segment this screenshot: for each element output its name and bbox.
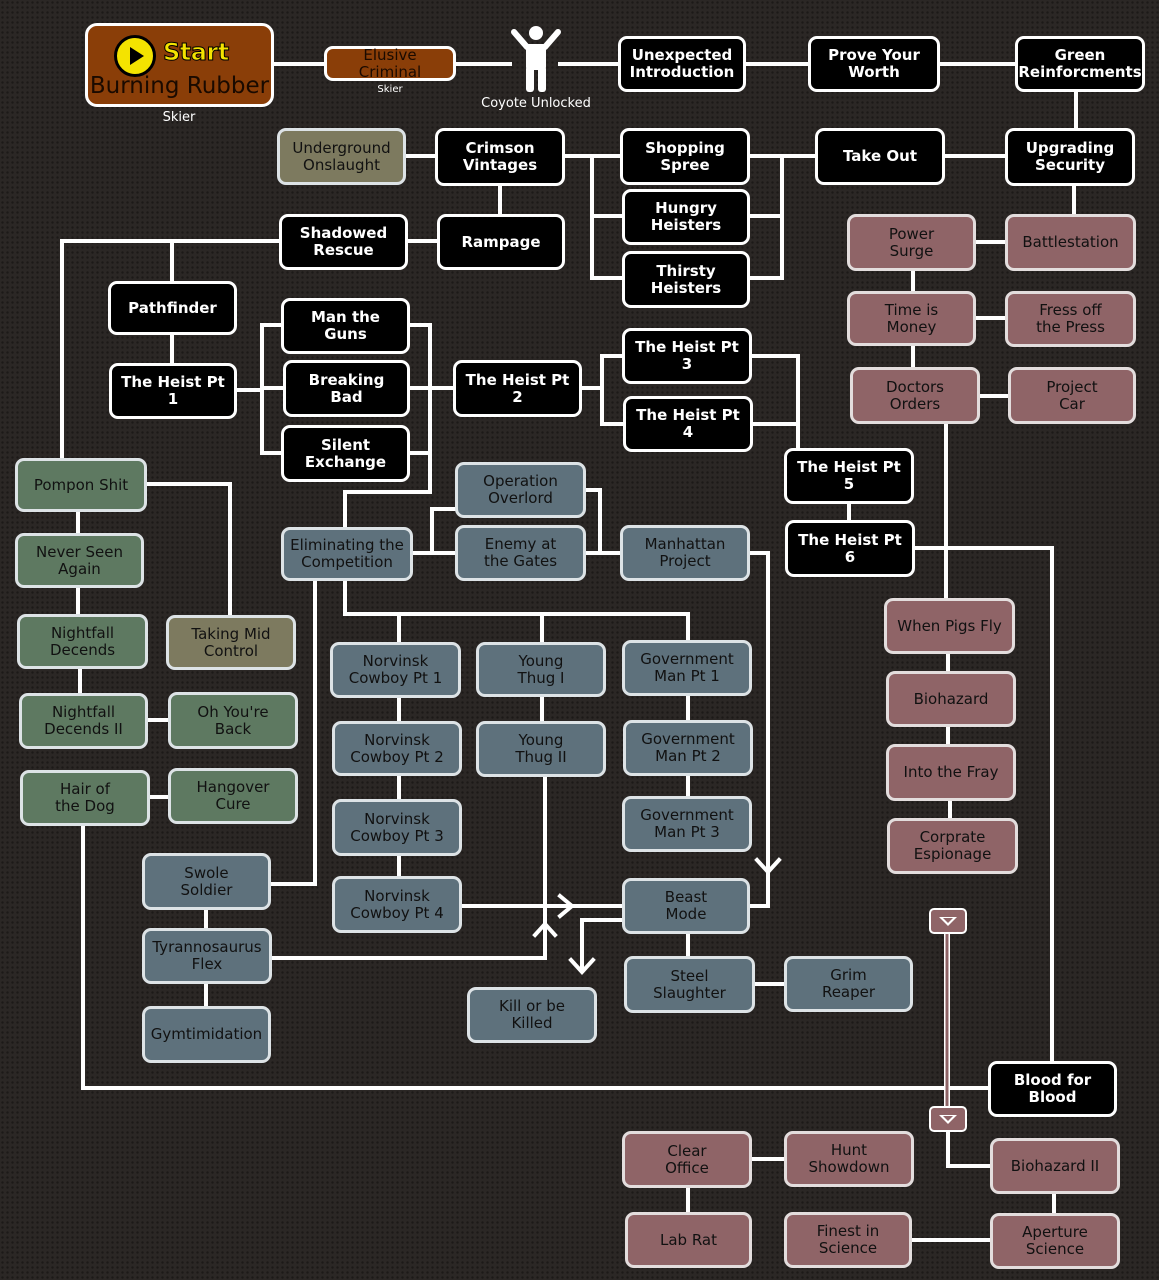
- node-green-reinforcments[interactable]: Green Reinforcments: [1015, 36, 1145, 92]
- node-norvinsk-cowboy-3[interactable]: Norvinsk Cowboy Pt 3: [332, 799, 462, 856]
- node-man-the-guns[interactable]: Man the Guns: [281, 298, 410, 354]
- node-steel-slaughter[interactable]: Steel Slaughter: [624, 956, 755, 1013]
- node-heist-pt3[interactable]: The Heist Pt 3: [622, 328, 752, 384]
- triangle-down-icon: [939, 916, 957, 926]
- node-manhattan-project[interactable]: Manhattan Project: [620, 525, 750, 581]
- node-norvinsk-cowboy-2[interactable]: Norvinsk Cowboy Pt 2: [332, 721, 462, 776]
- node-underground-onslaught[interactable]: Underground Onslaught: [277, 128, 406, 185]
- node-biohazard[interactable]: Biohazard: [886, 671, 1016, 727]
- collapse-button-lower[interactable]: [929, 1106, 967, 1132]
- node-heist-pt4[interactable]: The Heist Pt 4: [623, 396, 753, 452]
- node-aperture-science[interactable]: Aperture Science: [990, 1213, 1120, 1269]
- start-caption: Skier: [162, 110, 196, 125]
- node-into-the-fray[interactable]: Into the Fray: [886, 744, 1016, 801]
- node-when-pigs-fly[interactable]: When Pigs Fly: [884, 598, 1015, 654]
- node-nightfall-decends[interactable]: Nightfall Decends: [17, 614, 148, 669]
- node-pathfinder[interactable]: Pathfinder: [108, 281, 237, 335]
- node-nightfall-decends-2[interactable]: Nightfall Decends II: [19, 693, 148, 749]
- node-heist-pt6[interactable]: The Heist Pt 6: [785, 520, 915, 577]
- node-shopping-spree[interactable]: Shopping Spree: [620, 128, 750, 185]
- node-fress-off-the-press[interactable]: Fress off the Press: [1005, 291, 1136, 347]
- node-power-surge[interactable]: Power Surge: [847, 214, 976, 271]
- node-young-thug-2[interactable]: Young Thug II: [476, 721, 606, 777]
- node-hunt-showdown[interactable]: Hunt Showdown: [784, 1131, 914, 1187]
- collapse-button-upper[interactable]: [929, 908, 967, 934]
- start-title: Burning Rubber: [89, 73, 270, 99]
- node-kill-or-be-killed[interactable]: Kill or be Killed: [467, 987, 597, 1043]
- node-government-man-2[interactable]: Government Man Pt 2: [623, 720, 753, 776]
- node-time-is-money[interactable]: Time is Money: [847, 291, 976, 346]
- node-heist-pt2[interactable]: The Heist Pt 2: [453, 360, 582, 417]
- play-icon[interactable]: [114, 35, 156, 77]
- node-pompon-shit[interactable]: Pompon Shit: [15, 458, 147, 512]
- node-rampage[interactable]: Rampage: [437, 214, 565, 270]
- node-crimson-vintages[interactable]: Crimson Vintages: [435, 128, 565, 186]
- node-tyrannosaurus-flex[interactable]: Tyrannosaurus Flex: [142, 928, 272, 984]
- node-prove-your-worth[interactable]: Prove Your Worth: [808, 36, 940, 92]
- node-eliminating-the-competition[interactable]: Eliminating the Competition: [281, 527, 413, 581]
- node-blood-for-blood[interactable]: Blood for Blood: [988, 1061, 1117, 1117]
- node-heist-pt5[interactable]: The Heist Pt 5: [784, 448, 914, 504]
- node-operation-overlord[interactable]: Operation Overlord: [455, 462, 586, 518]
- node-corprate-espionage[interactable]: Corprate Espionage: [887, 818, 1018, 874]
- node-hangover-cure[interactable]: Hangover Cure: [168, 768, 298, 824]
- node-young-thug-1[interactable]: Young Thug I: [476, 642, 606, 697]
- node-heist-pt1[interactable]: The Heist Pt 1: [109, 363, 237, 419]
- node-grim-reaper[interactable]: Grim Reaper: [784, 956, 913, 1012]
- node-unexpected-introduction[interactable]: Unexpected Introduction: [618, 36, 746, 92]
- node-finest-in-science[interactable]: Finest in Science: [784, 1212, 912, 1268]
- triangle-down-icon: [939, 1114, 957, 1124]
- node-upgrading-security[interactable]: Upgrading Security: [1005, 128, 1135, 186]
- node-elusive-criminal[interactable]: Elusive Criminal: [324, 46, 456, 81]
- elusive-caption: Skier: [377, 84, 403, 95]
- node-hungry-heisters[interactable]: Hungry Heisters: [622, 189, 750, 245]
- person-icon: [511, 26, 561, 92]
- node-oh-youre-back[interactable]: Oh You're Back: [168, 692, 298, 749]
- node-breaking-bad[interactable]: Breaking Bad: [283, 360, 410, 417]
- node-clear-office[interactable]: Clear Office: [622, 1131, 752, 1188]
- node-taking-mid-control[interactable]: Taking Mid Control: [166, 615, 296, 670]
- node-swole-soldier[interactable]: Swole Soldier: [142, 853, 271, 910]
- node-silent-exchange[interactable]: Silent Exchange: [281, 425, 410, 482]
- node-doctors-orders[interactable]: Doctors Orders: [850, 367, 980, 424]
- node-take-out[interactable]: Take Out: [815, 128, 945, 185]
- node-shadowed-rescue[interactable]: Shadowed Rescue: [279, 214, 408, 270]
- node-biohazard-2[interactable]: Biohazard II: [990, 1138, 1120, 1194]
- node-thirsty-heisters[interactable]: Thirsty Heisters: [622, 251, 750, 308]
- node-battlestation[interactable]: Battlestation: [1005, 214, 1136, 271]
- node-enemy-at-the-gates[interactable]: Enemy at the Gates: [455, 525, 586, 581]
- node-never-seen-again[interactable]: Never Seen Again: [15, 533, 144, 588]
- node-norvinsk-cowboy-1[interactable]: Norvinsk Cowboy Pt 1: [330, 642, 461, 698]
- node-government-man-1[interactable]: Government Man Pt 1: [622, 640, 752, 696]
- start-mission-burning-rubber[interactable]: Start Burning Rubber: [85, 23, 274, 107]
- node-gymtimidation[interactable]: Gymtimidation: [142, 1006, 271, 1063]
- node-norvinsk-cowboy-4[interactable]: Norvinsk Cowboy Pt 4: [332, 876, 462, 933]
- node-government-man-3[interactable]: Government Man Pt 3: [622, 796, 752, 852]
- node-hair-of-the-dog[interactable]: Hair of the Dog: [20, 770, 150, 826]
- node-project-car[interactable]: Project Car: [1008, 367, 1136, 424]
- node-beast-mode[interactable]: Beast Mode: [622, 878, 750, 934]
- coyote-caption: Coyote Unlocked: [481, 96, 591, 111]
- node-lab-rat[interactable]: Lab Rat: [625, 1212, 752, 1268]
- start-badge: Start: [163, 38, 230, 67]
